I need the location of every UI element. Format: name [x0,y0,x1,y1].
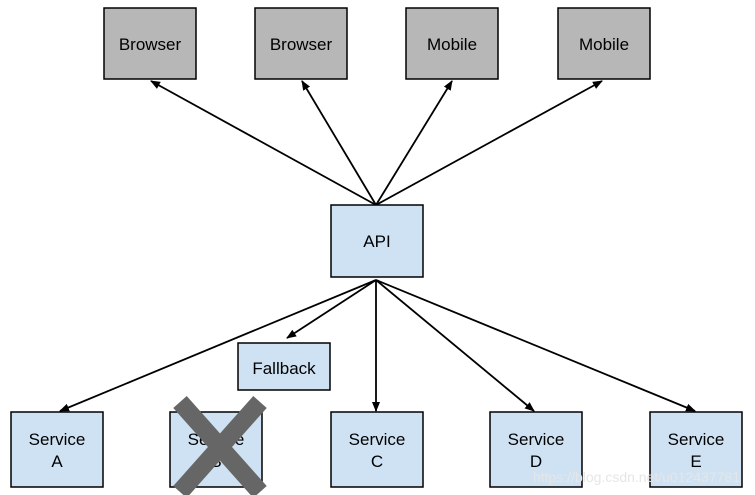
fallback-node: Fallback [237,342,331,391]
edge-api-to-service-e [375,279,696,412]
service-label-line1: Service [29,430,86,449]
service-label-line2: A [51,452,63,471]
api-node: API [330,204,424,278]
service-label-line1: Service [508,430,565,449]
edge-api-to-service-a [59,279,377,412]
edge-api-to-mobile-2 [375,80,603,206]
service-node-c: Service C [330,411,424,488]
client-node-mobile-2: Mobile [557,7,651,80]
watermark-text: https://blog.csdn.net/u012437781 [533,469,740,485]
client-node-browser-2: Browser [254,7,348,80]
service-node-e: Service E [649,411,743,488]
edge-api-to-fallback [286,279,377,339]
service-label-line1: Service [668,430,725,449]
client-label: Mobile [427,35,477,54]
service-node-d: Service D [489,411,583,488]
edge-api-to-mobile-1 [375,80,453,206]
service-label-line2: E [690,452,701,471]
client-label: Browser [270,35,333,54]
edge-api-to-browser-1 [150,80,377,206]
client-label: Browser [119,35,182,54]
edge-api-to-service-d [375,279,535,412]
client-label: Mobile [579,35,629,54]
edge-api-to-browser-2 [301,80,377,206]
service-label-line1: Service [349,430,406,449]
client-node-browser-1: Browser [103,7,197,80]
service-label-line2: D [530,452,542,471]
fallback-label: Fallback [252,359,316,378]
failed-service-x-icon [173,396,267,495]
service-node-a: Service A [10,411,104,488]
service-label-line2: C [371,452,383,471]
client-node-mobile-1: Mobile [405,7,499,80]
api-label: API [363,232,390,251]
